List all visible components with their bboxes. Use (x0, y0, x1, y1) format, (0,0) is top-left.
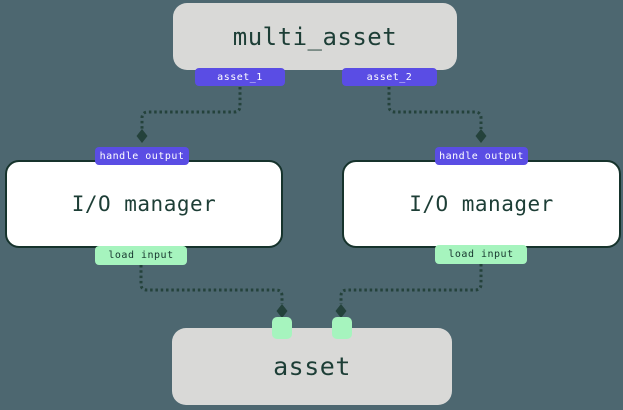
load-input-badge-right[interactable]: load input (435, 245, 527, 264)
multi-asset-label: multi_asset (232, 22, 398, 51)
asset-node[interactable]: asset (172, 328, 452, 405)
handle-output-badge-right[interactable]: handle output (435, 147, 528, 165)
handle-output-badge-right-label: handle output (439, 150, 524, 162)
connector-right-io-to-asset (335, 264, 483, 318)
io-manager-left-label: I/O manager (71, 192, 217, 216)
load-input-badge-left[interactable]: load input (95, 246, 187, 265)
io-manager-node-right[interactable]: I/O manager (342, 160, 621, 248)
output-badge-asset-1[interactable]: asset_1 (195, 68, 285, 86)
asset-label: asset (273, 352, 351, 381)
arrowhead-icon (136, 129, 148, 143)
asset-input-port-left (272, 317, 292, 339)
load-input-badge-right-label: load input (448, 249, 514, 260)
load-input-badge-left-label: load input (108, 250, 174, 261)
arrowhead-icon (276, 304, 288, 318)
io-manager-right-label: I/O manager (409, 192, 554, 216)
connector-asset2-to-right-io (387, 87, 487, 143)
handle-output-badge-left-label: handle output (99, 150, 185, 162)
connector-asset1-to-left-io (136, 87, 242, 143)
output-badge-asset-1-label: asset_1 (217, 71, 263, 83)
output-badge-asset-2[interactable]: asset_2 (342, 68, 437, 86)
io-manager-node-left[interactable]: I/O manager (5, 160, 283, 248)
asset-input-port-right (332, 317, 352, 339)
arrowhead-icon (475, 129, 487, 143)
arrowhead-icon (335, 304, 347, 318)
multi-asset-node[interactable]: multi_asset (173, 3, 457, 70)
connector-left-io-to-asset (139, 265, 288, 318)
handle-output-badge-left[interactable]: handle output (95, 147, 189, 165)
output-badge-asset-2-label: asset_2 (366, 71, 413, 83)
